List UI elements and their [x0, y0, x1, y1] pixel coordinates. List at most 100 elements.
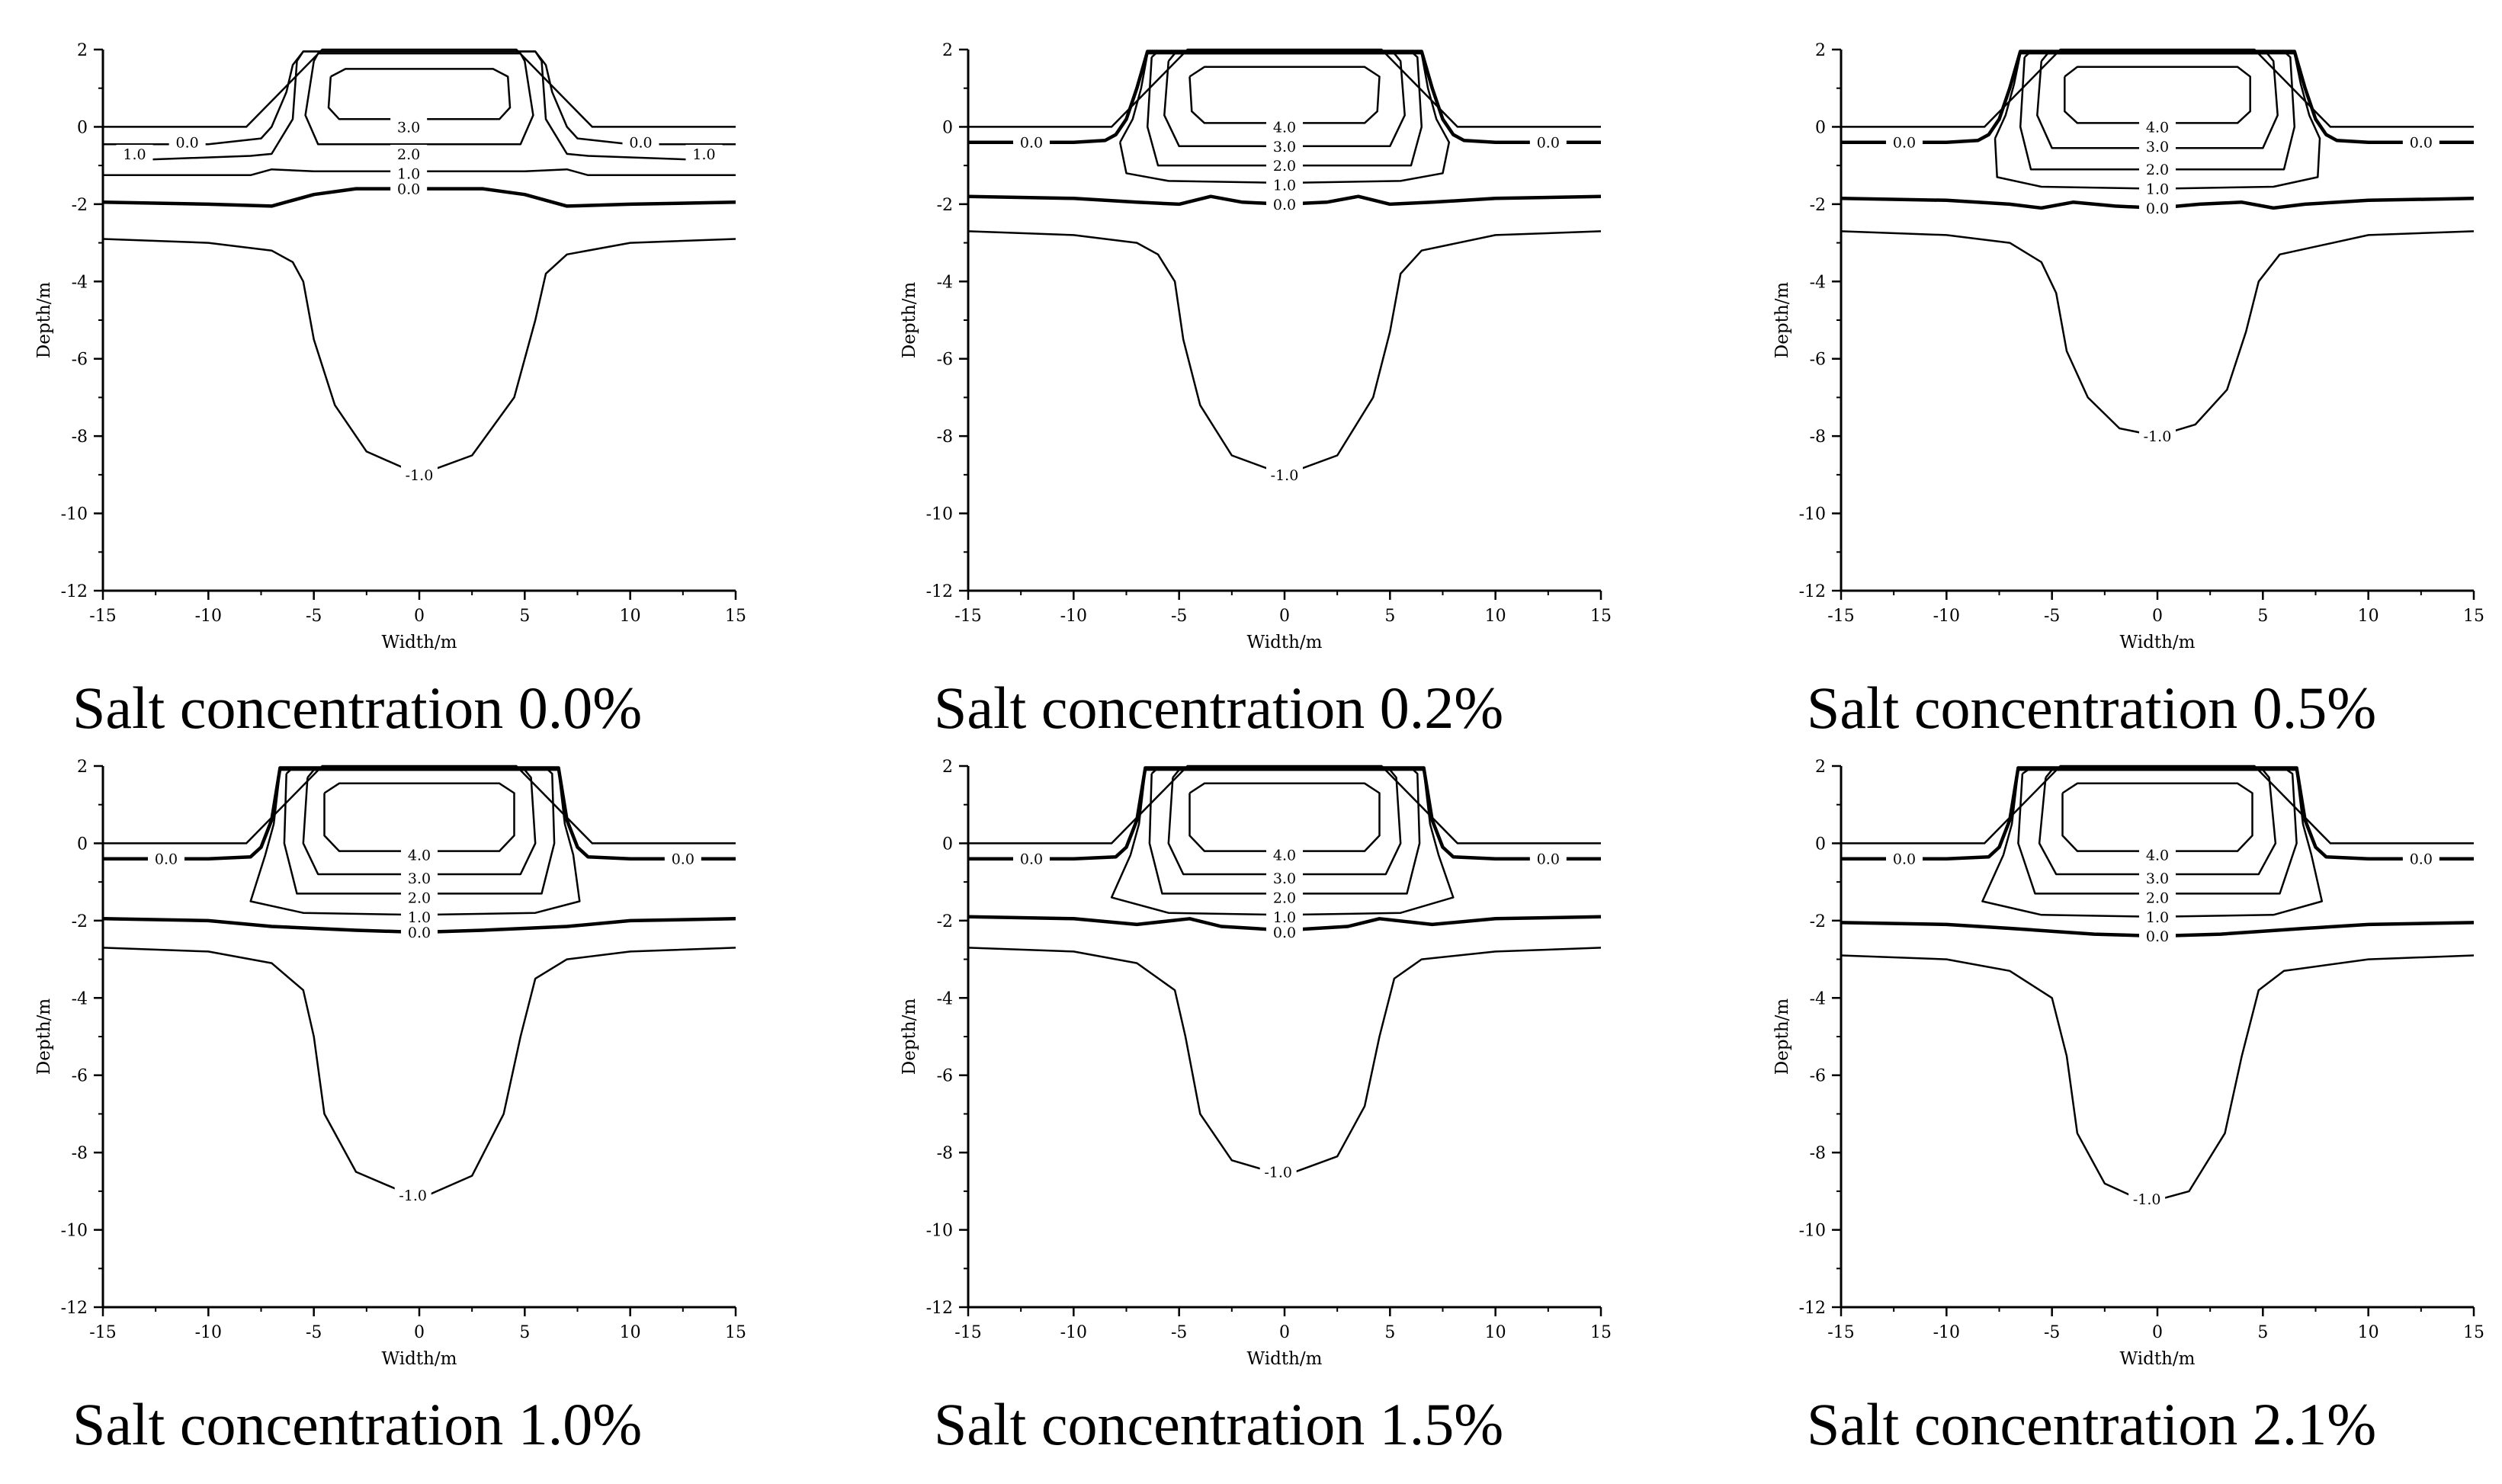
x-tick-label: 15 [1590, 607, 1612, 626]
contour-label-bg [390, 179, 428, 197]
embankment-outline [103, 764, 736, 845]
x-tick-label: -5 [306, 607, 322, 626]
contour-label: 1.0 [1273, 178, 1296, 194]
embankment-outline [968, 48, 1601, 128]
contour-line [1118, 52, 1451, 184]
contour-line [968, 766, 1601, 861]
y-tick-label: -2 [937, 196, 953, 215]
contour-label-bg [2139, 927, 2176, 944]
y-tick-label: -10 [61, 505, 88, 524]
x-tick-label: 5 [2257, 1323, 2268, 1342]
contour-label-bg [1886, 133, 1923, 150]
y-tick-label: -6 [72, 351, 88, 370]
y-tick-label: -12 [926, 582, 953, 601]
x-tick-label: -10 [1933, 1323, 1960, 1342]
panel-caption: Salt concentration 1.0% [72, 1391, 643, 1457]
x-tick-label: 0 [2152, 607, 2163, 626]
x-tick-label: 15 [2463, 1323, 2484, 1342]
contour-label: 2.0 [1273, 889, 1296, 906]
x-tick-label: -15 [1827, 1323, 1854, 1342]
contour-label: 1.0 [2146, 909, 2169, 926]
contour-label-bg [390, 164, 428, 181]
x-tick-label: 5 [519, 1323, 530, 1342]
contour-label: 0.0 [397, 181, 420, 198]
contour-label: 0.0 [629, 135, 652, 152]
contour-label: -1.0 [2133, 1191, 2161, 1208]
contour-label: 3.0 [397, 119, 420, 136]
x-tick-label: 10 [1485, 1323, 1506, 1342]
contour-label: 2.0 [408, 889, 431, 906]
contour-label-bg [2139, 136, 2176, 154]
y-tick-label: -8 [937, 428, 953, 447]
contour-label: 4.0 [2146, 848, 2169, 864]
panel-caption: Salt concentration 1.5% [934, 1391, 1504, 1457]
y-tick-label: -6 [1810, 1067, 1826, 1086]
y-tick-label: 2 [1815, 758, 1826, 777]
y-tick-label: -4 [1810, 989, 1826, 1008]
y-tick-label: -8 [72, 428, 88, 447]
y-tick-label: -2 [937, 912, 953, 931]
panel-caption: Salt concentration 2.1% [1807, 1391, 2377, 1457]
contour-label: 1.0 [1273, 909, 1296, 926]
contour-label-bg [1259, 1162, 1297, 1180]
y-tick-label: -4 [72, 989, 88, 1008]
contour-line [1841, 766, 2474, 861]
embankment-outline [968, 764, 1601, 845]
y-tick-label: -2 [72, 196, 88, 215]
contour-label-bg [2139, 198, 2176, 216]
x-tick-label: -10 [1933, 607, 1960, 626]
x-tick-label: 10 [1485, 607, 1506, 626]
contour-label: -1.0 [1264, 1165, 1292, 1181]
contour-label-bg [1266, 845, 1303, 863]
y-tick-label: -8 [72, 1144, 88, 1163]
x-tick-label: -15 [954, 1323, 981, 1342]
contour-label-bg [2139, 907, 2176, 925]
y-tick-label: 0 [942, 835, 953, 854]
contour-line [1994, 52, 2321, 190]
y-tick-label: 0 [1815, 118, 1826, 137]
contour-label: -1.0 [2144, 428, 2172, 445]
y-tick-label: 0 [942, 118, 953, 137]
contour-label: 0.0 [1893, 135, 1916, 152]
contour-label: 0.0 [2410, 135, 2433, 152]
contour-label: 0.0 [1537, 135, 1560, 152]
y-tick-label: -12 [61, 1299, 88, 1318]
contour-label: 3.0 [2146, 139, 2169, 155]
y-tick-label: -6 [937, 1067, 953, 1086]
contour-label-bg [401, 465, 438, 482]
contour-line [103, 50, 736, 146]
y-tick-label: 2 [942, 41, 953, 60]
contour-label: 1.0 [692, 146, 715, 163]
contour-label: 2.0 [397, 146, 420, 163]
contour-label-bg [1266, 175, 1303, 193]
contour-label-bg [2402, 849, 2439, 867]
contour-label: 3.0 [408, 870, 431, 887]
x-tick-label: -15 [89, 1323, 116, 1342]
x-axis-label: Width/m [382, 1349, 457, 1369]
contour-label: 0.0 [672, 851, 694, 868]
contour-label-bg [401, 869, 438, 886]
contour-label: 0.0 [155, 851, 178, 868]
x-tick-label: -5 [1171, 1323, 1187, 1342]
contour-line [2061, 782, 2253, 852]
embankment-outline [103, 48, 736, 128]
contour-label-bg [2402, 133, 2439, 150]
x-tick-label: 5 [519, 607, 530, 626]
contour-label: 3.0 [1273, 870, 1296, 887]
x-tick-label: -10 [1060, 1323, 1087, 1342]
contour-label: 4.0 [1273, 848, 1296, 864]
contour-label: 0.0 [2146, 200, 2169, 217]
x-tick-label: -5 [2044, 607, 2060, 626]
x-tick-label: 10 [620, 607, 641, 626]
contour-label: 0.0 [2146, 928, 2169, 945]
contour-line [967, 230, 1602, 476]
x-tick-label: 10 [2358, 1323, 2379, 1342]
contour-label: 0.0 [1537, 851, 1560, 868]
contour-label-bg [1529, 133, 1567, 150]
x-tick-label: -15 [954, 607, 981, 626]
